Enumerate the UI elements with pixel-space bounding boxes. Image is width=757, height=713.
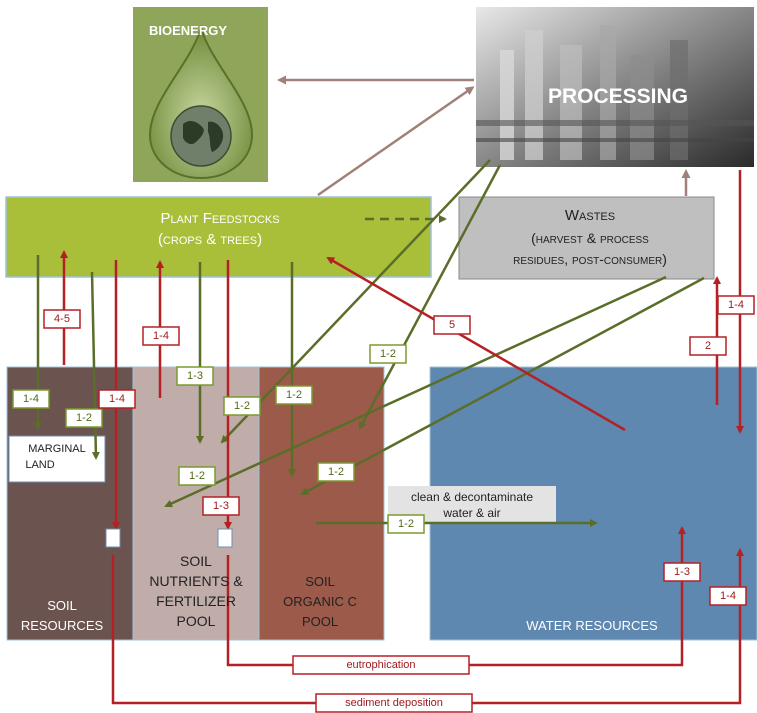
processing-panel: PROCESSING [476, 7, 754, 167]
marginal-land-label-2: LAND [25, 459, 54, 471]
svg-text:2: 2 [705, 340, 711, 352]
label-r7: 1-4 [717, 295, 755, 315]
svg-text:1-2: 1-2 [286, 389, 302, 401]
soil-text-group: MARGINAL LAND SOIL RESOURCES SOIL NUTRIE… [21, 443, 658, 633]
label-r2: 1-4 [142, 326, 180, 346]
svg-text:sediment deposition: sediment deposition [345, 697, 443, 709]
arrow-processing-to-nutrients [220, 159, 491, 444]
label-r9: 1-4 [709, 586, 747, 606]
soil-organic-label-1: SOIL [305, 574, 335, 589]
svg-text:eutrophication: eutrophication [346, 659, 415, 671]
label-g9: 1-2 [387, 514, 425, 534]
red-labels: 4-5 1-4 1-4 1-3 5 2 1-4 1-3 1-4 eutrophi… [43, 295, 755, 713]
soil-organic-label-3: POOL [302, 614, 338, 629]
label-r4: 1-3 [202, 496, 240, 516]
bioenergy-title: BIOENERGY [149, 23, 227, 38]
label-eutrophication: eutrophication [292, 655, 470, 675]
label-r3: 1-4 [98, 389, 136, 409]
marginal-land-box [8, 435, 106, 483]
svg-text:1-4: 1-4 [728, 299, 744, 311]
svg-text:1-2: 1-2 [398, 518, 414, 530]
label-r5: 5 [433, 315, 471, 335]
arrow-wastes-to-organic [300, 276, 705, 496]
soil-organic-label-2: ORGANIC C [283, 594, 357, 609]
arrow-water-to-feedstock [326, 256, 626, 432]
wastes-subtitle-1: (harvest & process [531, 230, 649, 246]
svg-text:1-4: 1-4 [109, 393, 125, 405]
soil-nutrients-label-2: NUTRIENTS & [149, 573, 243, 589]
label-g7: 1-2 [178, 466, 216, 486]
label-g5: 1-2 [275, 385, 313, 405]
svg-text:1-3: 1-3 [674, 566, 690, 578]
svg-text:1-4: 1-4 [153, 330, 169, 342]
svg-text:1-2: 1-2 [328, 466, 344, 478]
svg-text:1-2: 1-2 [380, 348, 396, 360]
soil-organic-box [258, 366, 385, 641]
processing-arrows [277, 75, 691, 197]
svg-text:1-3: 1-3 [213, 500, 229, 512]
plant-feedstocks-box: Plant Feedstocks (crops & trees) [5, 196, 432, 278]
plant-feedstocks-subtitle: (crops & trees) [158, 231, 262, 248]
wastes-box: Wastes (harvest & process residues, post… [458, 196, 715, 280]
clean-line-1: clean & decontaminate [411, 490, 533, 504]
arrow-processing-to-organic [358, 164, 502, 430]
soil-nutrients-label-1: SOIL [180, 553, 212, 569]
label-g6: 1-2 [369, 344, 407, 364]
soil-resources-label-2: RESOURCES [21, 618, 104, 633]
label-sediment-deposition: sediment deposition [315, 693, 473, 713]
arrow-wastes-to-nutrients [164, 275, 667, 508]
label-r1: 4-5 [43, 309, 81, 329]
wastes-title: Wastes [565, 207, 615, 224]
soil-nutrients-label-4: POOL [177, 613, 216, 629]
svg-text:1-2: 1-2 [234, 400, 250, 412]
label-g8: 1-2 [317, 462, 355, 482]
arrow-feedstock-to-processing [317, 86, 475, 197]
marginal-land-label-1: MARGINAL [28, 443, 85, 455]
green-labels: 1-4 1-2 1-3 1-2 1-2 1-2 1-2 1-2 1-2 [12, 344, 425, 534]
plant-feedstocks-title: Plant Feedstocks [160, 210, 279, 227]
nutrient-nodule-marker [217, 528, 233, 548]
label-g2: 1-2 [65, 408, 103, 428]
wastes-subtitle-2: residues, post-consumer) [513, 251, 667, 267]
label-g1: 1-4 [12, 389, 50, 409]
svg-text:5: 5 [449, 319, 455, 331]
label-g3: 1-3 [176, 366, 214, 386]
svg-text:1-2: 1-2 [189, 470, 205, 482]
label-g4: 1-2 [223, 396, 261, 416]
svg-text:4-5: 4-5 [54, 313, 70, 325]
soil-resources-label-1: SOIL [47, 598, 77, 613]
processing-title: PROCESSING [548, 85, 688, 108]
soil-nodule-marker [105, 528, 121, 548]
svg-text:1-4: 1-4 [720, 590, 736, 602]
bioenergy-panel: BIOENERGY [133, 7, 268, 182]
clean-line-2: water & air [442, 506, 500, 520]
label-r8: 1-3 [663, 562, 701, 582]
soil-nutrients-label-3: FERTILIZER [156, 593, 236, 609]
svg-text:1-2: 1-2 [76, 412, 92, 424]
label-r6: 2 [689, 336, 727, 356]
svg-text:1-4: 1-4 [23, 393, 39, 405]
water-resources-label: WATER RESOURCES [526, 618, 658, 633]
svg-text:1-3: 1-3 [187, 370, 203, 382]
